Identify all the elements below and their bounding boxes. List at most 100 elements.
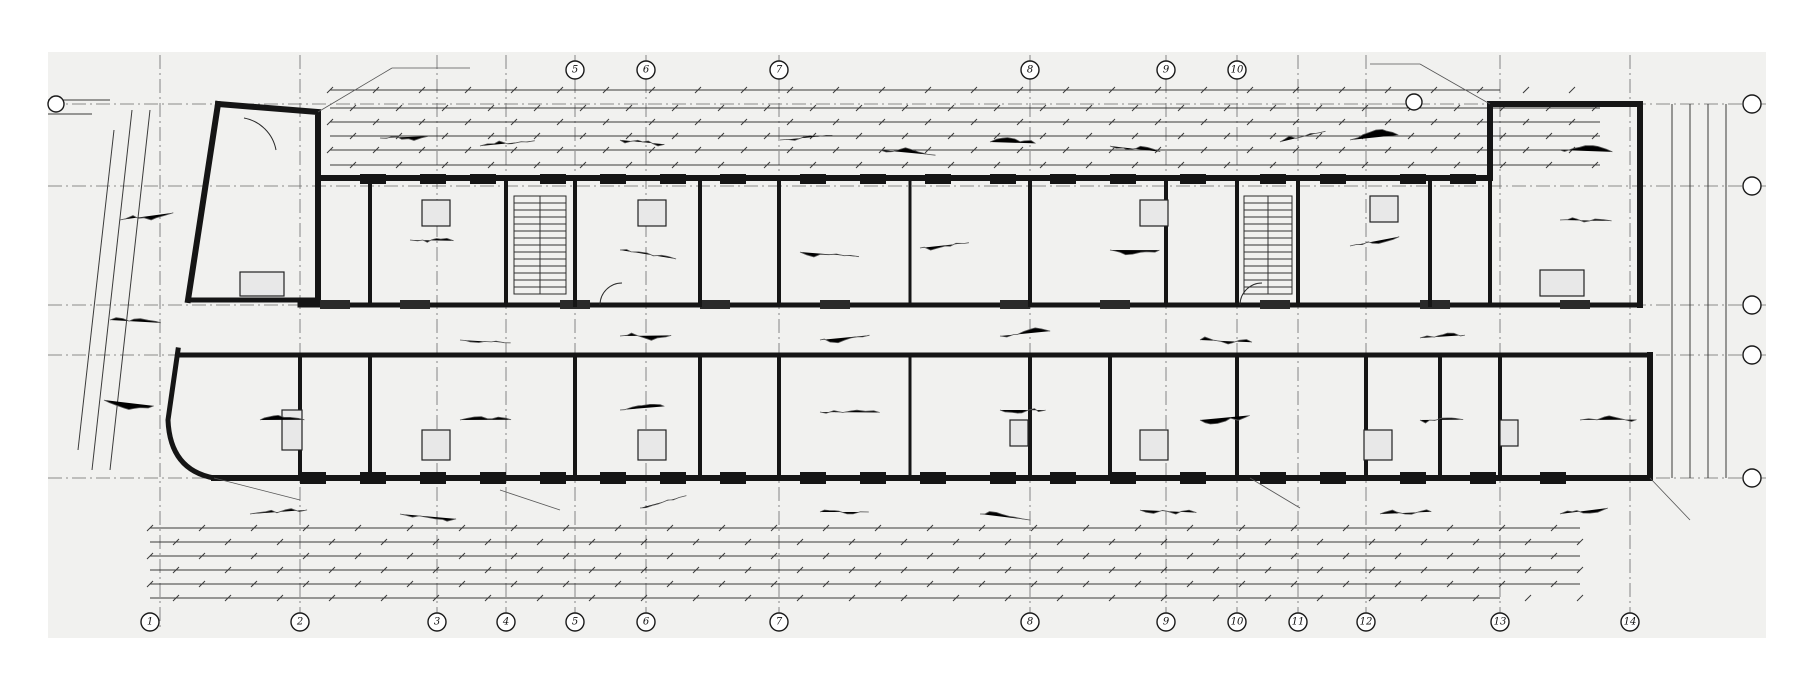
dimension-tick xyxy=(878,86,886,94)
dimension-chains-bottom xyxy=(150,527,1580,599)
dimension-tick xyxy=(510,118,518,126)
annotation-stroke xyxy=(639,495,687,509)
dimension-tick xyxy=(1131,161,1139,169)
dimension-tick xyxy=(1082,580,1090,588)
dimension-tick xyxy=(978,552,986,560)
window-pier xyxy=(420,472,446,484)
window-pier xyxy=(990,472,1016,484)
dimension-tick xyxy=(763,161,771,169)
dimension-tick xyxy=(1446,580,1454,588)
axis-bottom-bubble xyxy=(636,612,656,632)
dimension-tick xyxy=(1108,118,1116,126)
window-pier xyxy=(800,174,826,184)
dimension-tick xyxy=(952,594,960,602)
dimension-tick xyxy=(1472,594,1480,602)
annotation-stroke xyxy=(1419,332,1465,339)
dimension-tick xyxy=(926,552,934,560)
dimension-tick xyxy=(717,104,725,112)
dimension-tick xyxy=(648,86,656,94)
dimension-tick xyxy=(588,538,596,546)
dimension-tick xyxy=(562,552,570,560)
axis-bottom-bubble xyxy=(769,612,789,632)
axis-marker-bubble xyxy=(1405,93,1423,111)
dimension-tick xyxy=(536,538,544,546)
dimension-tick xyxy=(510,524,518,532)
annotation-stroke xyxy=(379,135,428,141)
dimension-tick xyxy=(901,104,909,112)
dimension-tick xyxy=(1085,132,1093,140)
dimension-tick xyxy=(1342,524,1350,532)
dimension-tick xyxy=(198,580,206,588)
dimension-tick xyxy=(172,566,180,574)
window-pier xyxy=(860,174,886,184)
axis-bottom-label: 7 xyxy=(776,617,783,628)
annotation-stroke xyxy=(919,242,969,251)
dimension-tick xyxy=(1160,594,1168,602)
annotation-stroke xyxy=(1579,415,1637,422)
dimension-tick xyxy=(1430,146,1438,154)
dimension-tick xyxy=(464,118,472,126)
dimension-tick xyxy=(1420,566,1428,574)
dimension-tick xyxy=(1246,118,1254,126)
axis-top-bubble xyxy=(636,60,656,80)
dimension-tick xyxy=(648,118,656,126)
dimension-tick xyxy=(1498,580,1506,588)
dimension-tick xyxy=(1016,86,1024,94)
dimension-tick xyxy=(970,86,978,94)
axis-right-bubble xyxy=(1742,468,1762,488)
dimension-tick xyxy=(1472,566,1480,574)
dimension-tick xyxy=(1238,552,1246,560)
window-pier xyxy=(470,174,496,184)
dimension-tick xyxy=(224,538,232,546)
dimension-tick xyxy=(1246,86,1254,94)
dimension-tick xyxy=(1004,594,1012,602)
dimension-tick xyxy=(1004,538,1012,546)
dimension-tick xyxy=(354,580,362,588)
dimension-tick xyxy=(380,594,388,602)
window-pier xyxy=(720,472,746,484)
window-piers xyxy=(300,174,1590,484)
dimension-tick xyxy=(602,86,610,94)
dimension-tick xyxy=(832,118,840,126)
axis-right-bubble xyxy=(1742,295,1762,315)
dimension-tick xyxy=(1476,118,1484,126)
dimension-tick xyxy=(1407,132,1415,140)
dimension-tick xyxy=(1453,132,1461,140)
dimension-tick xyxy=(1499,132,1507,140)
window-pier xyxy=(1400,472,1426,484)
dimension-tick xyxy=(1420,538,1428,546)
dimension-tick xyxy=(744,538,752,546)
window-pier xyxy=(540,174,566,184)
annotation-stroke xyxy=(619,139,665,147)
dimension-tick xyxy=(1430,118,1438,126)
window-pier xyxy=(1050,472,1076,484)
dimension-tick xyxy=(1591,132,1599,140)
dimension-tick xyxy=(556,86,564,94)
dimension-tick xyxy=(1085,104,1093,112)
dimension-tick xyxy=(1545,161,1553,169)
dimension-tick xyxy=(533,132,541,140)
dimension-tick xyxy=(1316,566,1324,574)
dimension-tick xyxy=(1039,132,1047,140)
dimension-tick xyxy=(1290,524,1298,532)
dimension-tick xyxy=(625,132,633,140)
window-pier xyxy=(1180,174,1206,184)
annotation-stroke xyxy=(459,339,511,344)
dimension-tick xyxy=(395,132,403,140)
dimension-tick xyxy=(536,594,544,602)
dimension-tick xyxy=(640,566,648,574)
dimension-tick xyxy=(562,580,570,588)
dimension-tick xyxy=(1154,86,1162,94)
dimension-tick xyxy=(993,104,1001,112)
axis-bottom-label: 2 xyxy=(296,617,303,628)
annotation-stroke xyxy=(1139,509,1197,515)
dimension-tick xyxy=(1154,118,1162,126)
dimension-tick xyxy=(1394,580,1402,588)
stoves xyxy=(239,195,1585,461)
dimension-tick xyxy=(666,580,674,588)
window-pier xyxy=(990,174,1016,184)
dimension-tick xyxy=(1056,538,1064,546)
axis-bottom-label: 6 xyxy=(643,617,650,628)
dimension-tick xyxy=(1016,118,1024,126)
dimension-tick xyxy=(1576,594,1584,602)
